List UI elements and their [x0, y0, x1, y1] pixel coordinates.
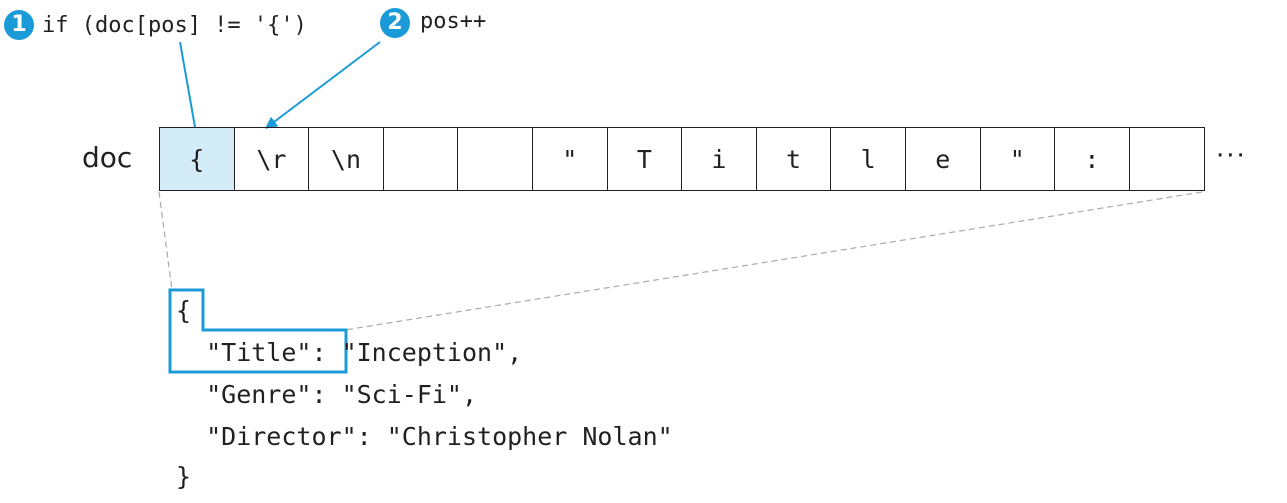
- array-cell-8: t: [757, 128, 832, 190]
- code-line-5: }: [176, 462, 192, 491]
- callout-1-text: if (doc[pos] != '{'): [42, 13, 307, 38]
- array-cell-1: \r: [235, 128, 310, 190]
- array-cell-2: \n: [309, 128, 384, 190]
- array-cell-4: [458, 128, 533, 190]
- zoom-guide-right: [344, 191, 1203, 331]
- array-cell-10: e: [906, 128, 981, 190]
- callout-2-arrow: [265, 41, 381, 129]
- array-ellipsis: ···: [1216, 141, 1247, 171]
- array-cell-11: ": [981, 128, 1056, 190]
- code-line-4: "Director": "Christopher Nolan": [176, 422, 673, 451]
- zoom-guide-left: [158, 191, 173, 291]
- array-cell-7: i: [682, 128, 757, 190]
- array-cell-12: :: [1055, 128, 1130, 190]
- array-cell-13: [1130, 128, 1205, 190]
- callout-2-text: pos++: [420, 9, 487, 34]
- callout-1-badge: 1: [4, 10, 34, 40]
- array-cell-6: T: [608, 128, 683, 190]
- array-label: doc: [82, 141, 133, 174]
- code-line-1: {: [176, 296, 192, 325]
- code-line-2: "Title": "Inception",: [176, 338, 523, 367]
- code-highlight-outline: [168, 288, 348, 374]
- array-cell-0: {: [160, 128, 235, 190]
- callout-2-badge: 2: [380, 8, 410, 38]
- array-cell-3: [384, 128, 459, 190]
- array-cell-5: ": [533, 128, 608, 190]
- code-line-3: "Genre": "Sci-Fi",: [176, 380, 478, 409]
- array-cell-9: l: [831, 128, 906, 190]
